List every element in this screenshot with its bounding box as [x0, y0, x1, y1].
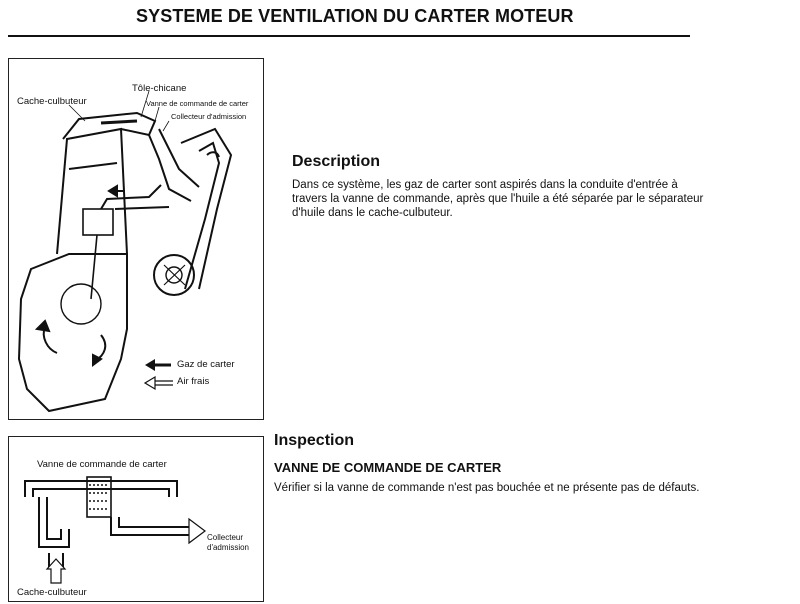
label-vanne-commande: Vanne de commande de carter	[146, 99, 249, 108]
page-title: SYSTEME DE VENTILATION DU CARTER MOTEUR	[136, 6, 574, 26]
label-vanne-commande-carter: Vanne de commande de carter	[37, 459, 167, 470]
label-collecteur-line1: Collecteur	[207, 533, 244, 542]
title-rule	[8, 35, 690, 37]
label-collecteur-admission: Collecteur d'admission	[171, 112, 247, 121]
label-collecteur-line2: d'admission	[207, 543, 249, 552]
valve-diagram-figure: Vanne de commande de carter Collecteur d…	[8, 436, 264, 602]
inspection-body: Vérifier si la vanne de commande n'est p…	[274, 482, 700, 494]
valve-diagram	[24, 476, 206, 584]
engine-diagram-figure: Tôle-chicane Cache-culbuteur Vanne de co…	[8, 58, 264, 420]
label-tole-chicane: Tôle-chicane	[132, 83, 187, 94]
legend-air-frais: Air frais	[177, 376, 210, 387]
label-cache-culbuteur: Cache-culbuteur	[17, 96, 87, 107]
engine-diagram	[17, 90, 233, 413]
description-body: Dans ce système, les gaz de carter sont …	[292, 179, 704, 219]
inspection-heading: Inspection	[274, 432, 355, 449]
legend-gaz-carter: Gaz de carter	[177, 359, 235, 370]
inspection-subheading: VANNE DE COMMANDE DE CARTER	[274, 460, 502, 475]
label-cache-culbuteur-2: Cache-culbuteur	[17, 587, 87, 598]
description-heading: Description	[292, 153, 381, 170]
